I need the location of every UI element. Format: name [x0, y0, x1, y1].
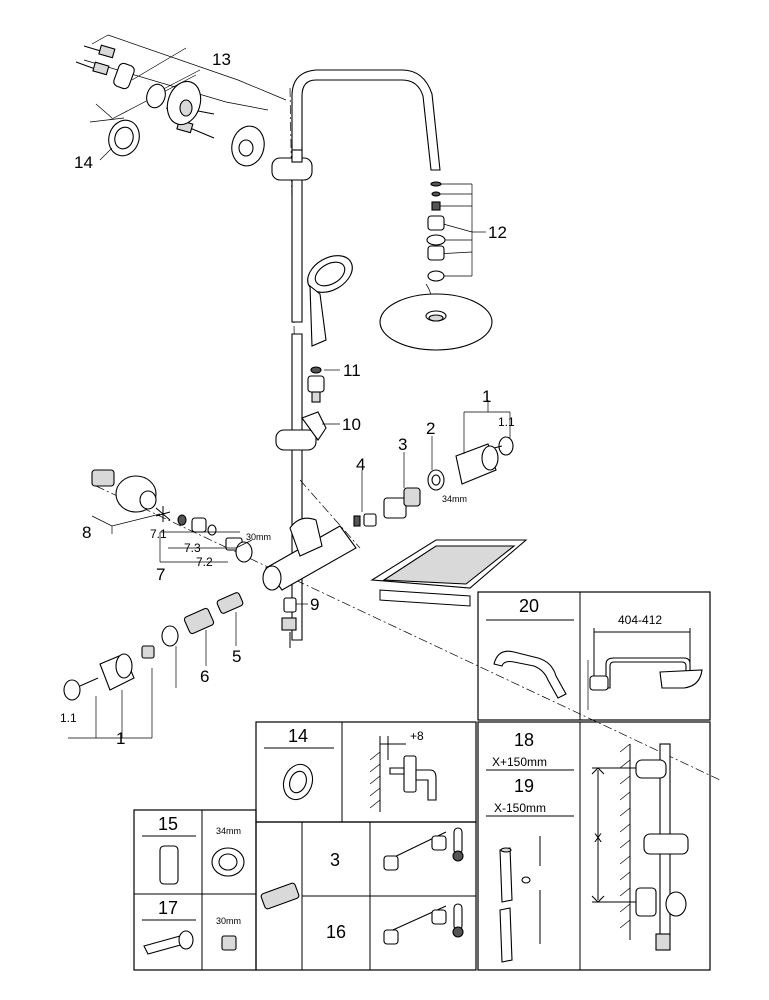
panel-20-dim: 404-412 — [618, 613, 662, 627]
callout-7-1: 7.1 — [150, 527, 167, 541]
callout-1-1-bottom: 1.1 — [60, 711, 77, 725]
panel-17-dim: 30mm — [216, 916, 241, 926]
callout-10: 10 — [342, 415, 361, 434]
callout-2: 2 — [426, 419, 435, 438]
panel-3-16: 3 16 — [255, 821, 477, 971]
panel-17-title: 17 — [158, 898, 178, 918]
dim-30mm-label: 30mm — [246, 532, 271, 542]
panel-15-title: 15 — [158, 814, 178, 834]
thermostat-mixer-body — [95, 479, 721, 781]
right-handle-parts — [353, 400, 514, 527]
callout-14: 14 — [74, 153, 93, 172]
panel-19-title: 19 — [514, 776, 534, 796]
callout-5: 5 — [232, 647, 241, 666]
callout-4: 4 — [356, 455, 365, 474]
panel-16-title: 16 — [326, 922, 346, 942]
callout-7-3: 7.3 — [184, 541, 201, 555]
panel-3-title: 3 — [330, 850, 340, 870]
shower-arm-icon — [493, 650, 567, 699]
callout-3: 3 — [398, 435, 407, 454]
screw-icon — [83, 44, 116, 59]
panel-19-sub: X-150mm — [494, 801, 546, 815]
thermometer-icon — [452, 827, 464, 862]
callout-9: 9 — [310, 595, 319, 614]
callout-6: 6 — [200, 667, 209, 686]
wrench-icon — [143, 935, 185, 955]
callout-8: 8 — [82, 523, 91, 542]
panel-18-sub: X+150mm — [492, 755, 547, 769]
head-shower-assembly — [379, 181, 493, 351]
panel-14-dim: +8 — [410, 729, 424, 743]
hose-nut-11 — [307, 366, 340, 403]
dim-34mm-label: 34mm — [442, 494, 467, 504]
panel-14-title: 14 — [288, 726, 308, 746]
panel-18-19: 18 X+150mm 19 X-150mm X — [477, 721, 711, 971]
lower-left-parts — [63, 592, 244, 739]
panel-14: 14 +8 — [255, 721, 477, 823]
slide-bar-holder-10 — [275, 411, 340, 451]
callout-12: 12 — [488, 223, 507, 242]
thermometer-icon — [452, 903, 464, 938]
callout-7: 7 — [156, 565, 165, 584]
hand-shower — [307, 255, 353, 347]
shower-shelf — [370, 539, 528, 607]
screw-icon — [75, 61, 110, 76]
callout-1-top: 1 — [482, 387, 491, 406]
panel-15-17: 15 34mm 17 30mm — [133, 809, 257, 971]
callout-13: 13 — [212, 50, 231, 69]
panel-20-title: 20 — [519, 596, 539, 616]
wall-bracket-assembly — [75, 34, 287, 167]
panel-20: 20 404-412 — [477, 591, 711, 721]
left-handle-parts — [91, 469, 253, 563]
callout-11: 11 — [343, 361, 361, 380]
callout-7-2: 7.2 — [196, 555, 213, 569]
callout-1-bottom: 1 — [116, 729, 125, 748]
panel-15-dim: 34mm — [216, 826, 241, 836]
panel-18-title: 18 — [514, 730, 534, 750]
gasket-ring-14 — [108, 119, 140, 157]
callout-1-1-top: 1.1 — [498, 415, 515, 429]
